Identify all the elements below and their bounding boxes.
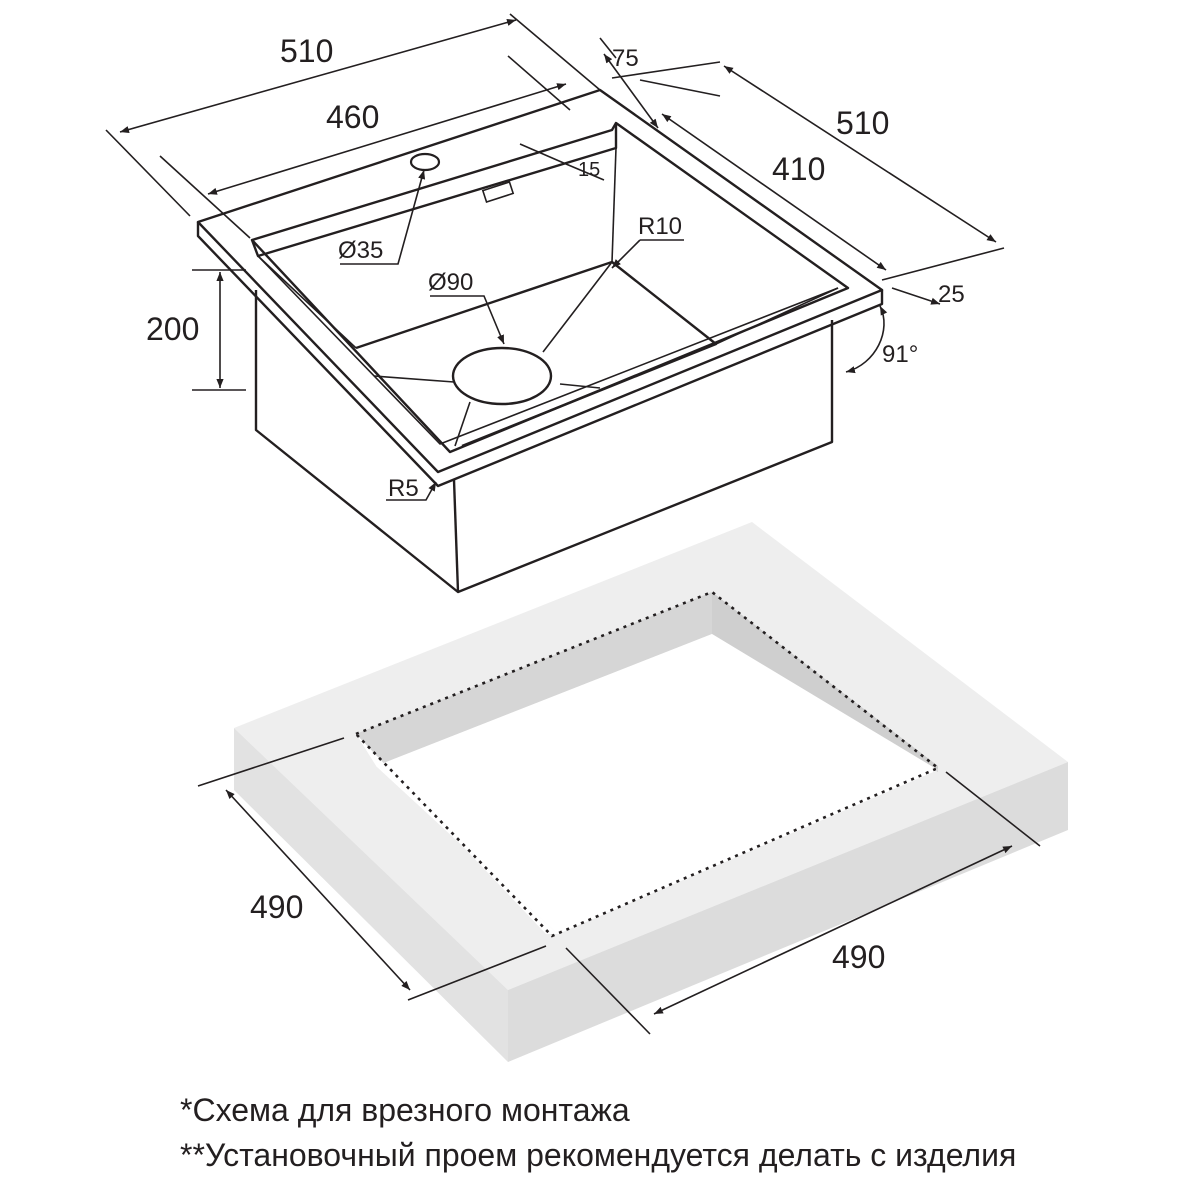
cutout-opening [376,634,938,934]
bowl-ledge [250,123,618,258]
note-cutout-recommendation: **Установочный проем рекомендуется делат… [180,1137,1017,1173]
bowl-opening [250,121,850,454]
dim-cutout-depth: 490 [250,889,303,925]
note-cutin-scheme: *Схема для врезного монтажа [180,1092,630,1128]
dim-overall-width: 510 [280,33,333,69]
drain [373,261,613,447]
drain-hole-icon [451,346,553,406]
dim-inner-width: 460 [326,99,379,135]
dim-angle: 91° [882,341,918,368]
dim-cutout-width: 490 [832,939,885,975]
brand-plate-icon [481,180,515,204]
dim-tap-hole: Ø35 [338,237,383,264]
cutout-dimension-lines [197,737,1041,1035]
dim-ledge-step: 15 [578,159,600,181]
cutout-dimension-labels: 490 490 [250,889,885,975]
dim-drain: Ø90 [428,269,473,296]
sink-dimension-labels: 510 460 75 510 410 25 15 Ø35 Ø90 R10 R5 … [146,33,965,502]
dim-corner-radius-outer: R5 [388,475,419,502]
dim-corner-radius-inner: R10 [638,213,682,240]
dim-inner-depth: 410 [772,151,825,187]
cutout-outline [353,590,941,938]
sink-rim-edge [196,222,884,488]
bowl-bottom [355,260,718,448]
installation-notes: *Схема для врезного монтажа **Установочн… [180,1088,1180,1178]
tap-hole-icon [409,152,441,172]
sink-dimension-lines [105,13,1005,501]
cutout-back-wall [356,592,712,766]
dim-back-ledge: 75 [612,45,639,72]
dim-overall-depth: 510 [836,105,889,141]
countertop [234,522,1068,1062]
cutout-right-wall [712,592,938,772]
dim-rim-offset: 25 [938,281,965,308]
dim-height: 200 [146,311,199,347]
